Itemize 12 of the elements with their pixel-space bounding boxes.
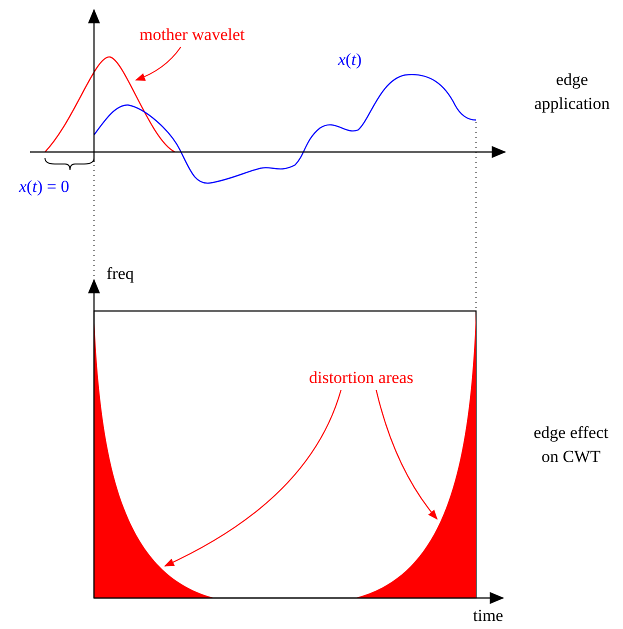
axis-label: time xyxy=(473,605,504,627)
axis-label: freq xyxy=(106,263,134,285)
leader-line xyxy=(376,390,438,520)
side-note: edge effect on CWT xyxy=(532,422,610,468)
signal-label: x(t) xyxy=(338,49,362,71)
callout-text: mother wavelet xyxy=(140,23,245,47)
leader-line xyxy=(135,46,182,81)
leader-line xyxy=(164,390,342,566)
callout-text: distortion areas xyxy=(309,366,414,390)
wavelet-curve xyxy=(44,56,176,152)
side-note: edge application xyxy=(533,69,611,115)
equation-label: x(t) = 0 xyxy=(19,176,70,198)
